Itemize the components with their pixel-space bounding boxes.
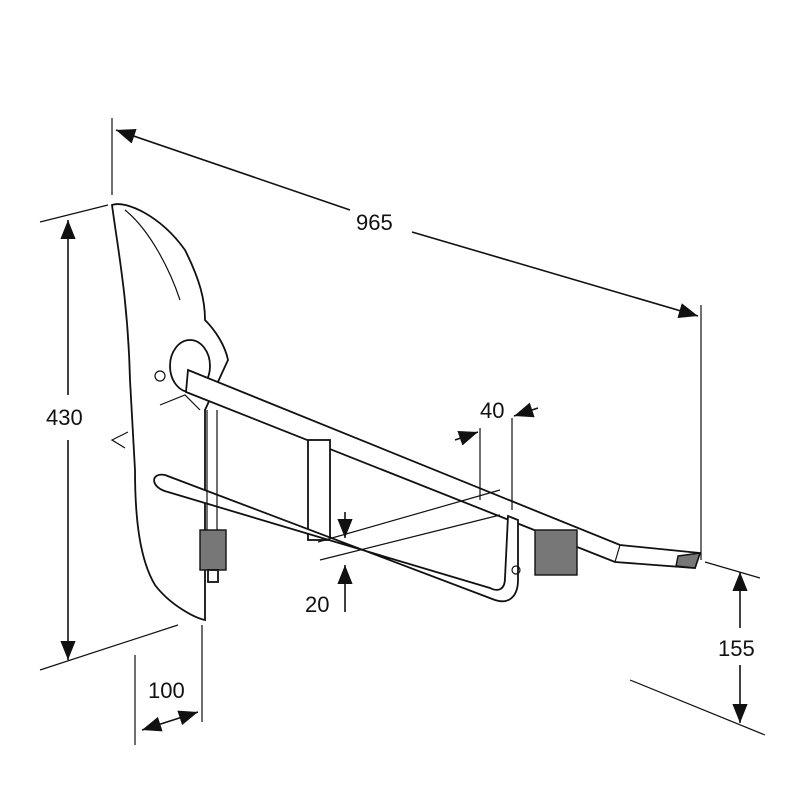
depth-label: 100	[148, 678, 185, 703]
support-bracket	[307, 439, 578, 576]
dimension-depth: 100	[134, 625, 203, 745]
dimension-height: 430	[39, 204, 179, 671]
upper-arm	[185, 368, 702, 569]
dimension-bar-width: 40	[454, 398, 539, 510]
offset-label: 20	[305, 592, 329, 617]
height-label: 430	[46, 405, 83, 430]
dimension-offset: 20	[305, 489, 501, 617]
length-label: 965	[356, 210, 393, 235]
dimension-floor-height: 155	[629, 561, 766, 736]
dimension-length: 965	[111, 118, 702, 560]
wall-plate	[111, 203, 229, 622]
floor-height-label: 155	[718, 636, 755, 661]
lower-rail	[153, 473, 521, 603]
vertical-rod	[110, 410, 227, 583]
bar-width-label: 40	[480, 398, 504, 423]
